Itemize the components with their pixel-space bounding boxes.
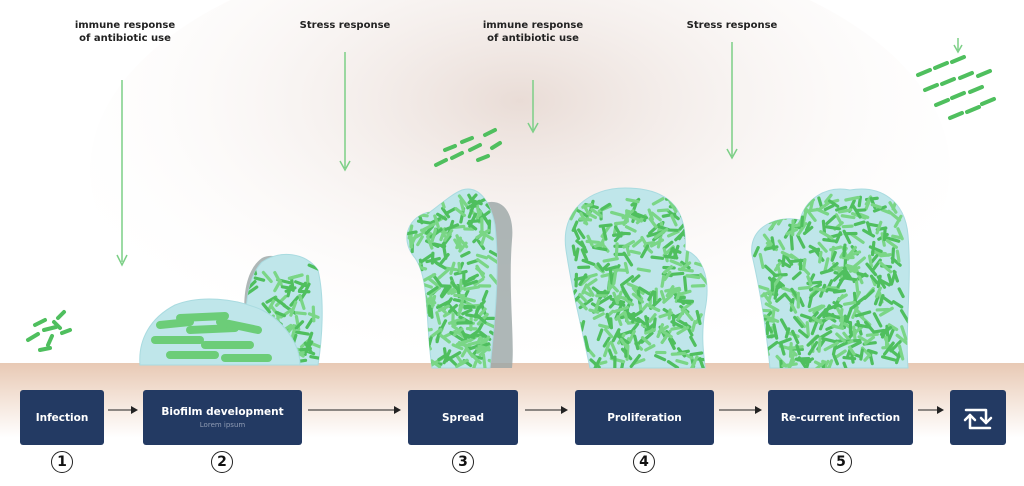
cycle-box	[950, 390, 1006, 445]
down-arrow	[527, 80, 539, 134]
step-label: Proliferation	[607, 411, 682, 424]
bacterium	[948, 111, 964, 120]
bacterium	[33, 318, 47, 327]
bacterium	[940, 77, 956, 86]
ghost-text: Lorem ipsum	[199, 420, 246, 429]
step-number: 1	[51, 451, 73, 473]
bacterium	[434, 158, 448, 167]
bacterium	[186, 324, 239, 334]
step-proliferation: Proliferation	[575, 390, 714, 445]
bacterium	[476, 154, 490, 162]
down-arrow	[726, 42, 738, 160]
bacterium	[933, 61, 949, 70]
bacterium	[56, 310, 66, 320]
bacterium	[26, 332, 40, 342]
step-number: 3	[452, 451, 474, 473]
bacterium	[483, 128, 497, 137]
bacterium	[443, 144, 457, 152]
bacterium	[950, 55, 966, 64]
step-label: Biofilm development	[161, 405, 284, 418]
annotation-immune-response: immune response of antibiotic use	[482, 20, 584, 44]
biofilm-stage-5	[751, 188, 910, 369]
bacterium	[968, 85, 984, 94]
annotation-stress-response: Stress response	[299, 20, 391, 31]
bacterium	[965, 105, 981, 114]
bacterium	[980, 97, 996, 106]
down-arrow	[953, 38, 963, 54]
annotation-stress-response: Stress response	[686, 20, 778, 31]
bacterium	[958, 71, 974, 80]
biofilm-stage-4	[564, 187, 708, 369]
bacterium	[450, 151, 464, 160]
step-recurrent-infection: Re-current infection	[768, 390, 913, 445]
bacterium	[156, 318, 194, 329]
bacterium	[490, 141, 502, 150]
bacterium	[52, 320, 62, 330]
bacterium	[976, 69, 992, 78]
bacterium	[46, 334, 54, 347]
bacterium	[950, 91, 966, 100]
step-label: Spread	[442, 411, 484, 424]
annotation-immune-response: immune response of antibiotic use	[74, 20, 176, 44]
bacterium	[468, 143, 482, 152]
bacterium	[176, 312, 229, 322]
bacterium	[38, 346, 52, 352]
step-number: 2	[211, 451, 233, 473]
step-number: 5	[830, 451, 852, 473]
bacterium	[460, 136, 474, 144]
down-arrow	[339, 52, 351, 172]
bacterium	[923, 83, 939, 92]
bacterium	[42, 325, 58, 332]
step-label: Infection	[35, 411, 89, 424]
step-label: Re-current infection	[780, 411, 901, 424]
down-arrow	[116, 80, 128, 267]
bacterium	[934, 98, 950, 107]
bacterium	[916, 68, 932, 77]
step-spread: Spread	[408, 390, 518, 445]
bacterium	[60, 328, 72, 335]
bacterium	[216, 318, 262, 334]
step-number: 4	[633, 451, 655, 473]
step-infection: Infection	[20, 390, 104, 445]
repeat-icon	[963, 408, 993, 429]
